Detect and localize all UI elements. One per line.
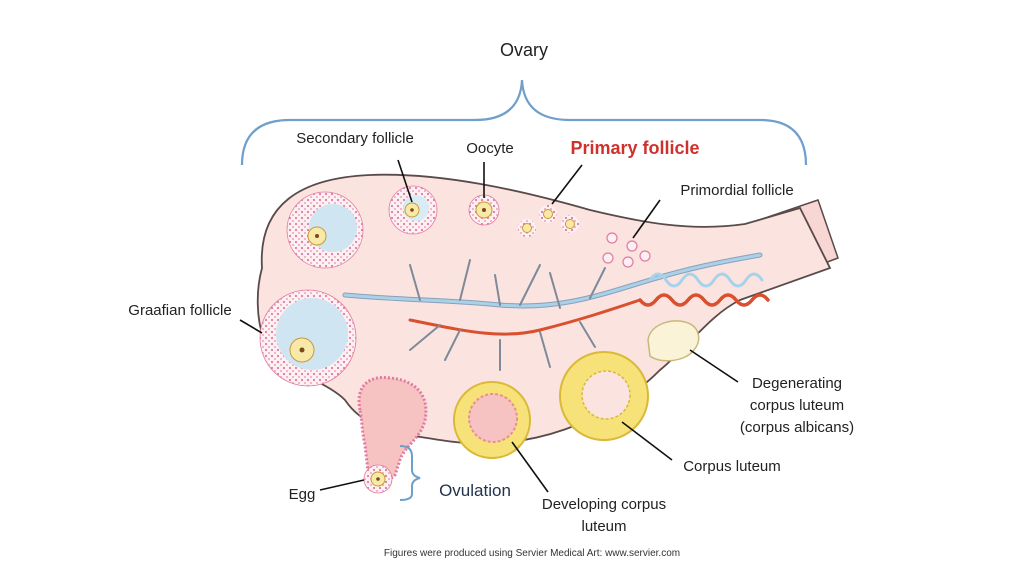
corpus-luteum-label: Corpus luteum: [683, 458, 781, 475]
graafian-follicle: [259, 289, 357, 387]
degenerating-label-line1: Degenerating: [752, 375, 842, 392]
oocyte-follicle: [468, 194, 500, 226]
degenerating-label-line3: (corpus albicans): [740, 419, 854, 436]
ovulation-label: Ovulation: [439, 481, 511, 500]
degenerating-label-line2: corpus luteum: [750, 397, 844, 414]
credit-text: Figures were produced using Servier Medi…: [384, 548, 680, 559]
blood-vessels: [342, 252, 770, 371]
primordial-follicle-label: Primordial follicle: [680, 182, 793, 199]
oocyte-label: Oocyte: [466, 140, 514, 157]
corpus-albicans: [647, 320, 700, 362]
primary-follicle-label: Primary follicle: [570, 138, 699, 158]
leader-lines: [239, 159, 739, 493]
large-follicle-top: [286, 191, 364, 269]
ruptured-follicle: [357, 375, 428, 494]
developing-corpus-luteum: [453, 381, 531, 459]
corpus-luteum: [559, 351, 649, 441]
egg-label: Egg: [289, 486, 316, 503]
ovary-title: Ovary: [500, 40, 548, 60]
ovary-bracket: [240, 79, 808, 166]
developing-label-line1: Developing corpus: [542, 496, 666, 513]
secondary-follicle-label: Secondary follicle: [296, 130, 414, 147]
ovulation-brace: [399, 445, 421, 501]
primary-follicles: [518, 205, 579, 237]
secondary-follicle: [388, 185, 438, 235]
developing-label-line2: luteum: [581, 518, 626, 535]
graafian-follicle-label: Graafian follicle: [128, 302, 231, 319]
primordial-follicles: [602, 232, 651, 268]
